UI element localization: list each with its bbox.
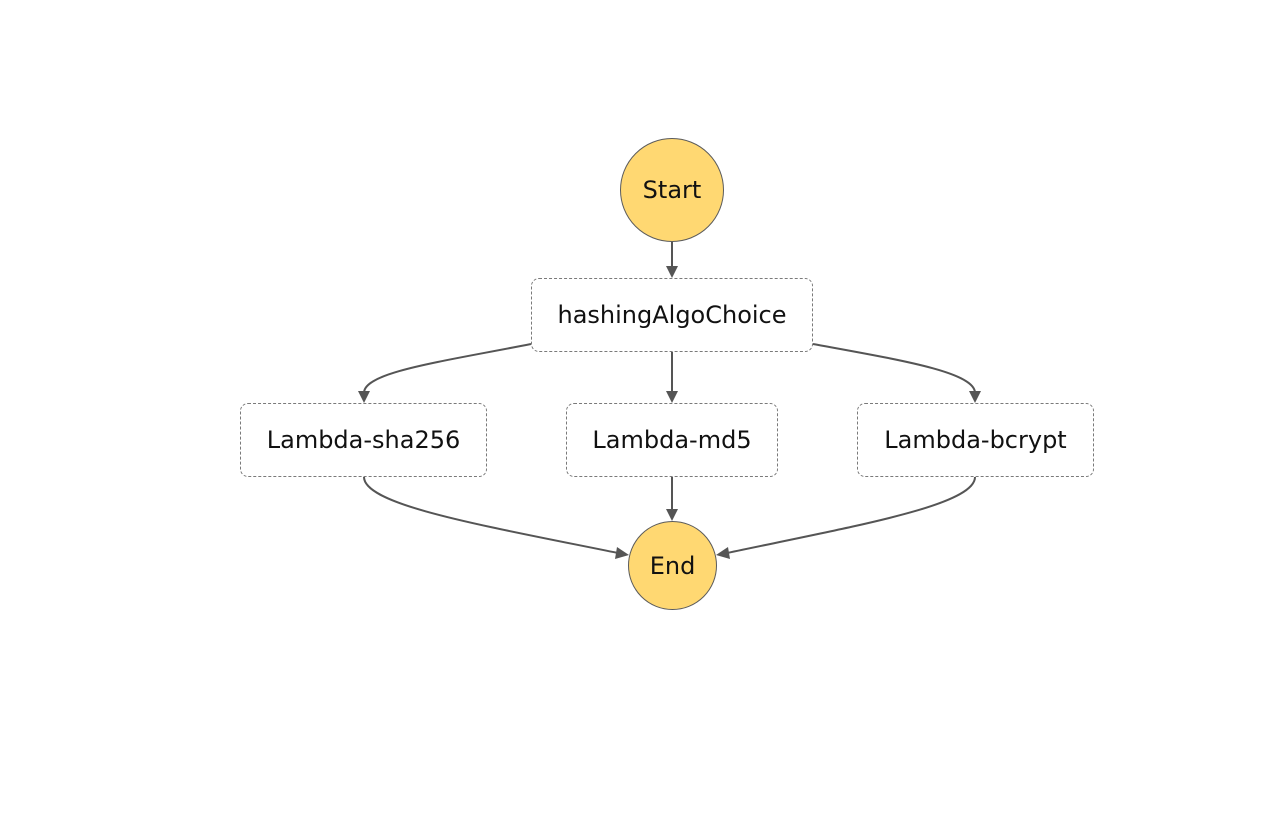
choice-state-label: hashingAlgoChoice — [557, 301, 787, 329]
start-node-label: Start — [642, 176, 702, 204]
end-node[interactable]: End — [628, 521, 717, 610]
end-node-label: End — [649, 551, 696, 580]
arrowhead-start-to-choice — [666, 266, 678, 278]
lambda-bcrypt-state[interactable]: Lambda-bcrypt — [857, 403, 1094, 477]
sha256-state-label: Lambda-sha256 — [266, 426, 461, 454]
md5-state-label: Lambda-md5 — [592, 426, 752, 454]
edge-bcrypt-to-end — [726, 476, 976, 554]
edge-choice-to-sha256 — [363, 343, 532, 394]
edge-sha256-to-end — [363, 476, 619, 554]
hashing-algo-choice-state[interactable]: hashingAlgoChoice — [531, 278, 813, 352]
start-node[interactable]: Start — [620, 138, 724, 242]
lambda-sha256-state[interactable]: Lambda-sha256 — [240, 403, 487, 477]
lambda-md5-state[interactable]: Lambda-md5 — [566, 403, 778, 477]
edge-choice-to-bcrypt — [812, 343, 976, 394]
arrowhead-choice-to-sha256 — [358, 391, 370, 403]
arrowhead-sha256-to-end — [615, 547, 629, 559]
bcrypt-state-label: Lambda-bcrypt — [884, 426, 1067, 454]
arrowhead-bcrypt-to-end — [716, 547, 730, 559]
arrowhead-choice-to-md5 — [666, 391, 678, 403]
arrowhead-md5-to-end — [666, 509, 678, 521]
arrowhead-choice-to-bcrypt — [969, 391, 981, 403]
